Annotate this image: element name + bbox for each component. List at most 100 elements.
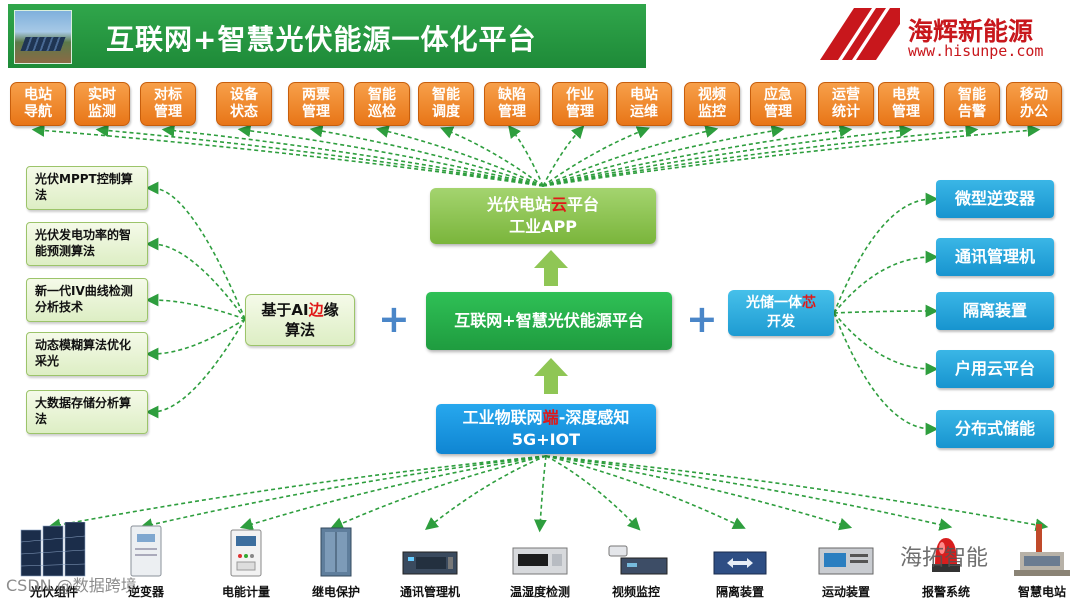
equipment-icon [929, 534, 963, 582]
module-label: 电站运维 [630, 87, 658, 120]
connector-path [424, 455, 547, 530]
equipment-icon [713, 548, 767, 582]
module-label: 智能巡检 [368, 87, 396, 120]
connector-path [309, 124, 544, 187]
module-button[interactable]: 移动办公 [1006, 82, 1062, 126]
connector-path [145, 237, 246, 320]
module-label: 智能调度 [432, 87, 460, 120]
equipment-item: 通讯管理机 [380, 520, 480, 600]
module-button[interactable]: 电费管理 [878, 82, 934, 126]
module-button[interactable]: 电站导航 [10, 82, 66, 126]
equipment-item: 光伏组件 [4, 520, 104, 600]
cloud-platform-subtitle: 工业APP [509, 217, 577, 236]
device-box: 隔离装置 [936, 292, 1054, 330]
equipment-item: 继电保护 [286, 520, 386, 600]
connector-path [508, 124, 544, 187]
equipment-label: 运动装置 [821, 585, 870, 599]
ai-edge-subtitle: 算法 [284, 321, 315, 339]
connector-path [542, 126, 650, 187]
connector-path [542, 124, 913, 187]
module-button[interactable]: 两票管理 [288, 82, 344, 126]
page-title: 互联网+智慧光伏能源一体化平台 [106, 23, 537, 56]
module-label: 设备状态 [230, 87, 258, 120]
arrow-up-icon [534, 250, 568, 286]
equipment-item: 运动装置 [796, 520, 896, 600]
equipment-label: 视频监控 [611, 585, 660, 599]
module-label: 两票管理 [302, 87, 330, 120]
module-button[interactable]: 电站运维 [616, 82, 672, 126]
algorithm-box: 光伏MPPT控制算法 [26, 166, 148, 210]
module-button[interactable]: 作业管理 [552, 82, 608, 126]
equipment-label: 智慧电站 [1017, 585, 1066, 599]
module-label: 移动办公 [1020, 87, 1048, 120]
equipment-icon [1014, 522, 1070, 582]
algorithm-box: 光伏发电功率的智能预测算法 [26, 222, 148, 266]
equipment-label: 继电保护 [311, 585, 360, 599]
watermark-right: 海拓智能 [900, 546, 989, 571]
title-banner: 互联网+智慧光伏能源一体化平台 [8, 4, 646, 68]
iot-layer-title: 工业物联网端-深度感知 [462, 408, 630, 427]
connector-path [145, 318, 246, 361]
connector-path [534, 455, 547, 533]
equipment-label: 温湿度检测 [509, 585, 570, 599]
equipment-icon [512, 544, 568, 582]
equipment-item: 电能计量 [196, 520, 296, 600]
equipment-label: 逆变器 [127, 585, 164, 599]
module-button[interactable]: 运营统计 [818, 82, 874, 126]
module-button[interactable]: 设备状态 [216, 82, 272, 126]
connector-path [545, 455, 853, 531]
connector-path [545, 455, 953, 531]
connector-path [833, 192, 939, 314]
storage-chip-box: 光储一体芯 开发 [728, 290, 834, 336]
module-label: 运营统计 [832, 87, 860, 120]
connector-path [542, 124, 1041, 187]
connector-path [542, 124, 979, 187]
module-button[interactable]: 智能巡检 [354, 82, 410, 126]
equipment-label: 光伏组件 [29, 585, 78, 599]
module-button[interactable]: 应急管理 [750, 82, 806, 126]
module-label: 实时监测 [88, 87, 116, 120]
equipment-icon [402, 548, 458, 582]
module-button[interactable]: 实时监测 [74, 82, 130, 126]
equipment-icon [601, 542, 671, 582]
equipment-item: 隔离装置 [690, 520, 790, 600]
ai-edge-title: 基于AI边缘 [261, 301, 339, 319]
equipment-item: 报警系统 [896, 520, 996, 600]
device-box: 分布式储能 [936, 410, 1054, 448]
company-name: 海辉新能源 [908, 17, 1034, 46]
module-label: 对标管理 [154, 87, 182, 120]
connector-path [545, 455, 746, 530]
connector-path [139, 455, 547, 531]
company-url: www.hisunpe.com [908, 42, 1044, 60]
module-label: 缺陷管理 [498, 87, 526, 120]
module-label: 应急管理 [764, 87, 792, 120]
device-box: 通讯管理机 [936, 238, 1054, 276]
algorithm-box: 大数据存储分析算法 [26, 390, 148, 434]
plus-sign-left: + [378, 297, 410, 341]
module-button[interactable]: 智能调度 [418, 82, 474, 126]
solar-photo-icon [14, 10, 72, 64]
connector-path [833, 250, 939, 314]
watermark-left: CSDN @数据跨境 [6, 576, 137, 595]
module-button[interactable]: 缺陷管理 [484, 82, 540, 126]
connector-path [542, 125, 719, 187]
equipment-icon [818, 544, 874, 582]
iot-layer-box: 工业物联网端-深度感知 5G+IOT [436, 404, 656, 454]
connector-path [833, 304, 939, 318]
module-button[interactable]: 智能告警 [944, 82, 1000, 126]
module-label: 智能告警 [958, 87, 986, 120]
equipment-item: 温湿度检测 [490, 520, 590, 600]
module-button[interactable]: 视频监控 [684, 82, 740, 126]
module-button[interactable]: 对标管理 [140, 82, 196, 126]
arrow-up-icon [534, 358, 568, 394]
connector-path [145, 181, 246, 320]
storage-chip-title: 光储一体芯 [746, 295, 816, 311]
equipment-icon [129, 524, 163, 582]
connector-path [145, 293, 246, 320]
connector-path [542, 125, 585, 187]
equipment-icon [229, 528, 263, 582]
equipment-item: 视频监控 [586, 520, 686, 600]
module-label: 电费管理 [892, 87, 920, 120]
company-logo-icon [820, 8, 900, 60]
